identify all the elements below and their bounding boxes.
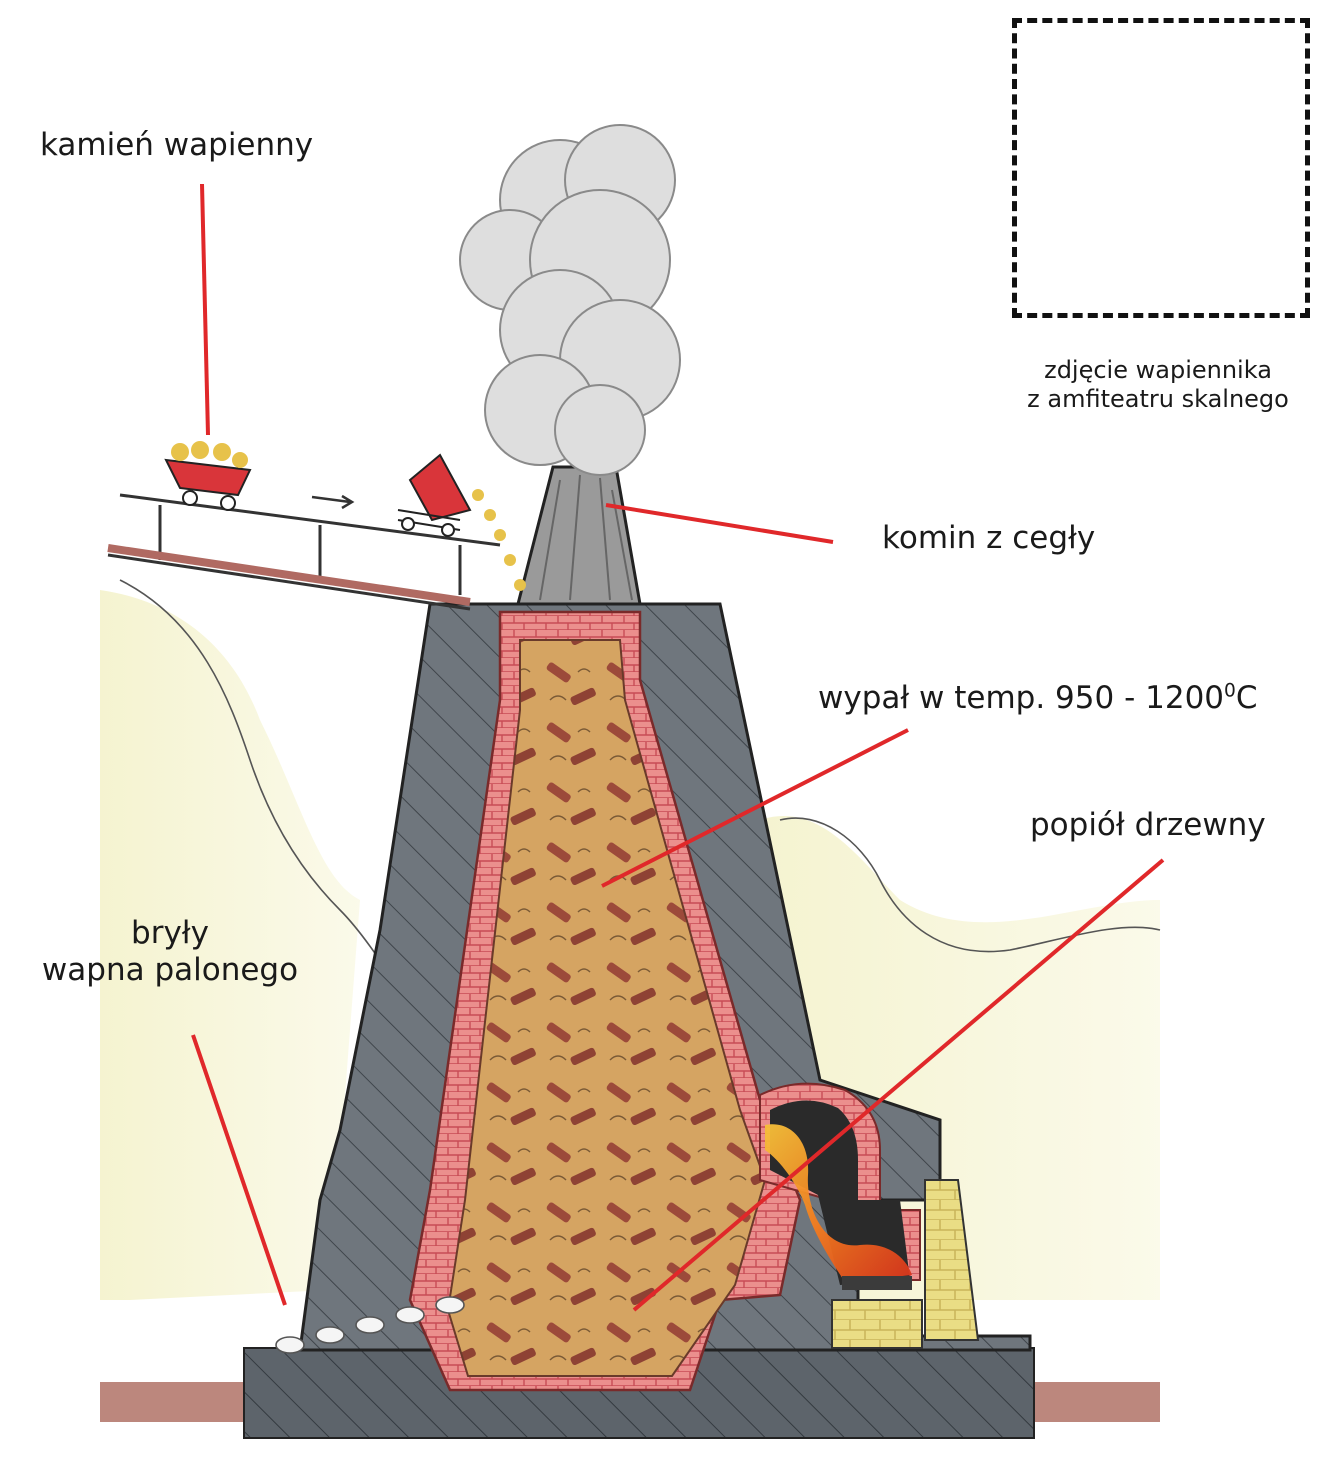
- label-chimney: komin z cegły: [882, 520, 1095, 557]
- photo-placeholder-frame: [1012, 18, 1310, 318]
- label-burnt-lime-lumps: bryły wapna palonego: [20, 915, 320, 989]
- mine-cart-tipping-icon: [398, 455, 526, 591]
- label-firing-degree: 0: [1224, 681, 1236, 702]
- firebox-base: [832, 1300, 922, 1348]
- label-lumps-line1: bryły: [20, 915, 320, 952]
- smoke-icon: [460, 125, 680, 475]
- photo-caption-line1: zdjęcie wapiennika: [980, 356, 1336, 385]
- label-firing-text: wypał w temp. 950 - 1200: [818, 680, 1224, 716]
- photo-placeholder-caption: zdjęcie wapiennika z amfiteatru skalnego: [980, 356, 1336, 414]
- leader-line-chimney: [606, 505, 833, 542]
- label-firing-temperature: wypał w temp. 950 - 12000C: [818, 680, 1258, 717]
- label-lumps-line2: wapna palonego: [20, 952, 320, 989]
- photo-caption-line2: z amfiteatru skalnego: [980, 385, 1336, 414]
- label-wood-ash: popiół drzewny: [1030, 807, 1266, 844]
- label-firing-unit: C: [1236, 680, 1258, 716]
- leader-line-limestone: [202, 184, 208, 435]
- ash-grate: [842, 1276, 912, 1290]
- arrow-right-icon: [312, 496, 352, 508]
- mine-cart-icon: [166, 441, 250, 510]
- label-limestone: kamień wapienny: [40, 127, 313, 164]
